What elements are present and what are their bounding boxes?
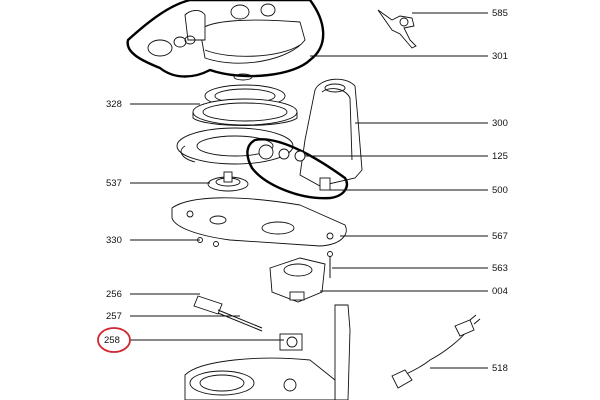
- housing-column-drawing: [299, 78, 363, 187]
- motor-group-outline: [246, 138, 349, 200]
- clip-part-drawing: [377, 9, 417, 49]
- frame-plate-drawing: [171, 197, 347, 247]
- label-301: 301: [492, 51, 508, 62]
- bowl-assembly-drawing: [126, 0, 325, 81]
- label-500: 500: [492, 185, 508, 196]
- label-125: 125: [492, 151, 508, 162]
- label-300: 300: [492, 118, 508, 129]
- power-cord-drawing: [391, 314, 481, 389]
- highlight-ring-258: [97, 327, 131, 353]
- gear-ring-drawing: [192, 84, 298, 126]
- label-004: 004: [492, 286, 508, 297]
- label-328: 328: [106, 99, 122, 110]
- gear-disc-drawing: [207, 171, 249, 192]
- label-537: 537: [106, 178, 122, 189]
- label-585: 585: [492, 8, 508, 19]
- base-plate-drawing: [176, 127, 294, 165]
- lower-chassis-drawing: [184, 304, 351, 400]
- part-labels: 585 301 328 300 125 537 500 330 567 563 …: [104, 8, 508, 374]
- bracket-drawing: [279, 333, 303, 351]
- label-563: 563: [492, 263, 508, 274]
- label-567: 567: [492, 231, 508, 242]
- label-256: 256: [106, 289, 122, 300]
- label-257: 257: [106, 311, 122, 322]
- worm-screw-drawing: [193, 295, 263, 332]
- leader-lines: [130, 12, 488, 369]
- label-330: 330: [106, 235, 122, 246]
- label-258: 258: [104, 335, 120, 346]
- motor-drawing: [269, 251, 333, 303]
- label-518: 518: [492, 363, 508, 374]
